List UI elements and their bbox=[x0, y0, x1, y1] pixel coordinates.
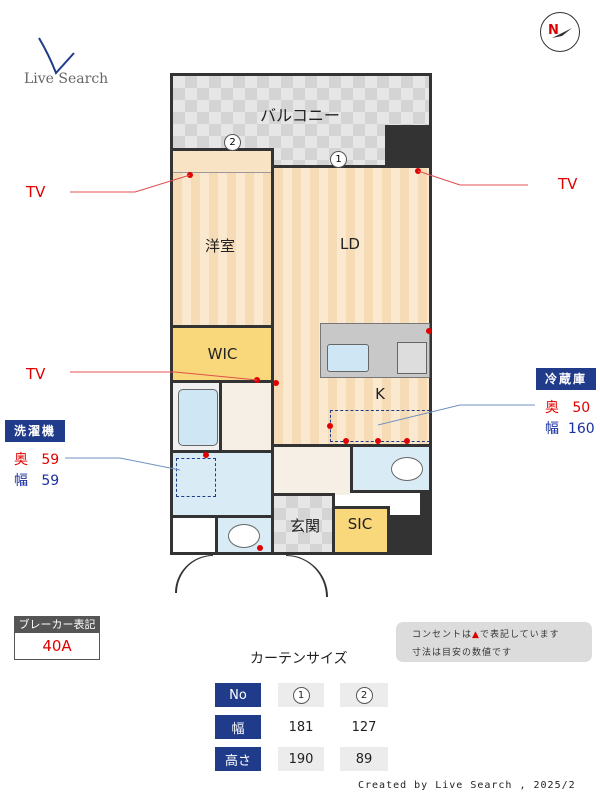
logo-text: Live Search bbox=[24, 71, 109, 87]
logo: Live Search bbox=[20, 35, 110, 90]
room-ld-label: LD bbox=[340, 235, 360, 253]
washer-depth: 奥 59 bbox=[14, 452, 60, 468]
note-box: コンセントは▲で表記しています 寸法は目安の数値です bbox=[396, 622, 592, 662]
compass-arrow-icon bbox=[552, 28, 572, 38]
curtain-header-width: 幅 bbox=[215, 715, 261, 739]
pillar-bottom-right bbox=[388, 515, 432, 555]
room-wic-label: WIC bbox=[207, 345, 238, 363]
fridge-title: 冷蔵庫 bbox=[536, 368, 596, 390]
balcony bbox=[170, 73, 432, 168]
tv-label-wic: TV bbox=[26, 365, 46, 383]
bathtub-icon bbox=[178, 389, 218, 446]
curtain-width-1: 181 bbox=[278, 715, 324, 739]
room-western-top bbox=[173, 151, 271, 173]
compass-north-label: N bbox=[548, 23, 559, 38]
room-kitchen-label: K bbox=[375, 385, 385, 403]
curtain-header-height: 高さ bbox=[215, 747, 261, 771]
breaker-value: 40A bbox=[42, 637, 72, 655]
outlet-dot bbox=[415, 168, 421, 174]
washroom bbox=[170, 450, 274, 518]
curtain-title: カーテンサイズ bbox=[250, 651, 348, 667]
toilet bbox=[350, 444, 432, 493]
curtain-no-2: 2 bbox=[340, 683, 388, 707]
tv-label-western: TV bbox=[26, 183, 46, 201]
sink-icon bbox=[327, 344, 369, 372]
hall-room bbox=[219, 380, 274, 453]
outlet-dot bbox=[203, 452, 209, 458]
breaker-title: ブレーカー表記 bbox=[15, 617, 99, 633]
corridor bbox=[274, 447, 350, 495]
toilet-icon bbox=[391, 457, 423, 481]
entrance-label: 玄関 bbox=[289, 517, 320, 535]
stove-icon bbox=[397, 342, 427, 374]
curtain-header-no: No bbox=[215, 683, 261, 707]
window-1-marker: 1 bbox=[330, 147, 347, 168]
outlet-dot bbox=[257, 545, 263, 551]
bathroom bbox=[170, 380, 222, 453]
outlet-dot bbox=[375, 438, 381, 444]
washer-space bbox=[176, 458, 216, 497]
front-door[interactable] bbox=[286, 555, 328, 597]
outlet-legend-icon: ▲ bbox=[472, 630, 480, 640]
curtain-height-2: 89 bbox=[340, 747, 388, 771]
storage-door[interactable] bbox=[175, 555, 213, 593]
logo-mark-icon bbox=[38, 37, 75, 75]
outlet-dot bbox=[327, 423, 333, 429]
curtain-no-1: 1 bbox=[278, 683, 324, 707]
footer-credit: Created by Live Search , 2025/2 bbox=[358, 780, 576, 791]
outlet-dot bbox=[343, 438, 349, 444]
fridge-width: 幅 160 bbox=[545, 421, 595, 437]
storage-left bbox=[170, 515, 218, 555]
room-western bbox=[170, 148, 274, 328]
outlet-dot bbox=[273, 380, 279, 386]
outlet-dot bbox=[254, 377, 260, 383]
vanity-area bbox=[215, 515, 274, 555]
window-2-marker: 2 bbox=[224, 130, 241, 151]
room-western-label: 洋室 bbox=[204, 237, 235, 255]
outlet-dot bbox=[187, 172, 193, 178]
compass: N bbox=[540, 12, 580, 52]
kitchen-counter bbox=[320, 323, 430, 378]
tv-label-ld: TV bbox=[558, 175, 578, 193]
room-ld bbox=[271, 165, 432, 447]
balcony-pillar bbox=[385, 125, 432, 168]
curtain-width-2: 127 bbox=[340, 715, 388, 739]
pillar-mid-right bbox=[420, 490, 432, 518]
fridge-depth: 奥 50 bbox=[545, 400, 591, 416]
washer-width: 幅 59 bbox=[14, 473, 60, 489]
washbasin-icon bbox=[228, 524, 260, 548]
balcony-label: バルコニー bbox=[260, 106, 340, 125]
outlet-dot bbox=[426, 328, 432, 334]
sic-label: SIC bbox=[347, 515, 373, 533]
washer-title: 洗濯機 bbox=[5, 420, 65, 442]
breaker-box: ブレーカー表記 40A bbox=[14, 616, 100, 660]
outlet-dot bbox=[404, 438, 410, 444]
curtain-height-1: 190 bbox=[278, 747, 324, 771]
